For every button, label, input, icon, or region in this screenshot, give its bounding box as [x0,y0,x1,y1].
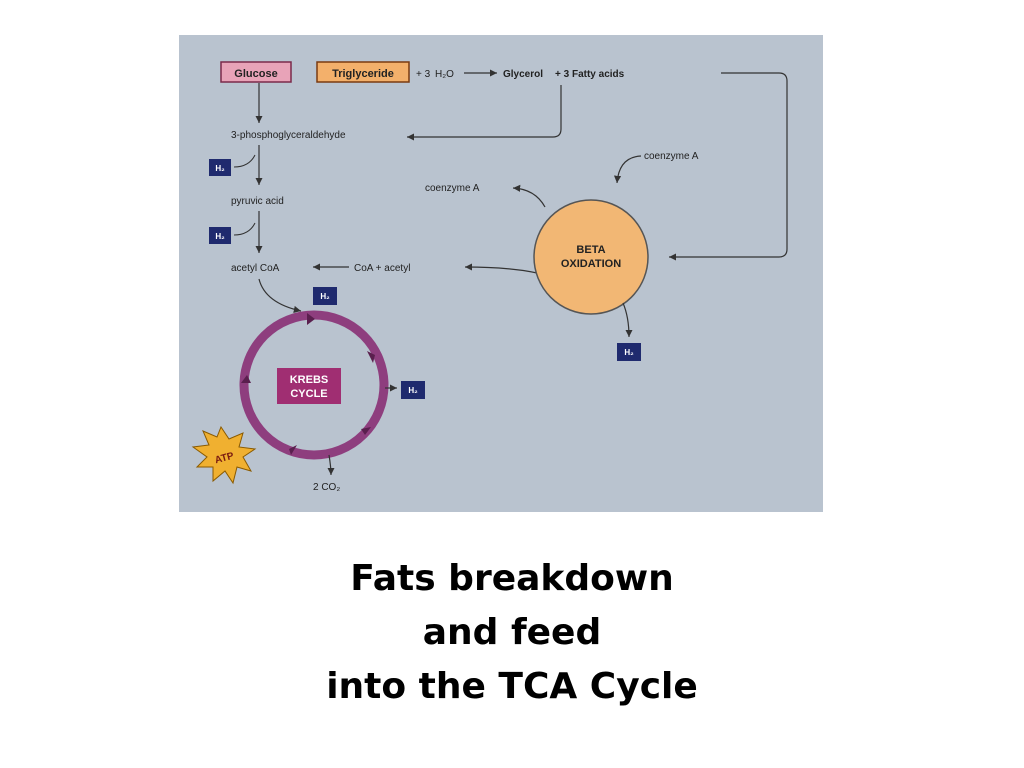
arrow-fatty-acids-to-beta [669,72,788,261]
h2-box-2 [209,227,231,244]
water-label: H₂O [435,69,454,80]
h2-branch-1 [233,154,256,168]
arrow-beta-to-h2 [622,302,633,338]
glucose-box [220,61,292,83]
beta-label-line1: BETA [576,244,605,256]
krebs-cycle-ring [239,310,389,460]
beta-label-line2: OXIDATION [561,258,621,270]
caption-line-2: and feed [422,612,602,653]
h2-box-krebs-right [401,381,425,399]
fatty-acids-label: + 3 Fatty acids [555,69,625,80]
caption-line-1: Fats breakdown [350,558,674,599]
slide-caption: Fats breakdown and feed into the TCA Cyc… [0,552,1024,714]
arrow-beta-to-coa-acetyl [464,263,538,274]
triglyceride-label: Triglyceride [332,68,394,80]
krebs-ring-arrow-3 [361,427,371,435]
krebs-label-line1: KREBS [290,374,329,386]
h2-label-krebs-right: H₂ [408,386,418,395]
acetyl-coa-label: acetyl CoA [231,263,280,274]
krebs-ring-arrow-1 [307,313,315,325]
diagram-background [179,35,823,512]
h2-label-1: H₂ [215,164,225,173]
glucose-label: Glucose [234,68,277,80]
atp-starburst [191,425,257,485]
krebs-ring-arrow-2 [367,351,375,363]
h2-box-krebs-top [313,287,337,305]
pyruvic-label: pyruvic acid [231,196,284,207]
h2-label-krebs-top: H₂ [320,292,330,301]
plus-three-label: + 3 [416,69,431,80]
krebs-label-line2: CYCLE [290,388,327,400]
h2-label-2: H₂ [215,232,225,241]
glycerol-label: Glycerol [503,69,543,80]
pga-label: 3-phosphoglyceraldehyde [231,130,346,141]
atp-label: ATP [214,451,236,467]
h2-box-beta [617,343,641,361]
h2-label-beta: H₂ [624,348,634,357]
coa-acetyl-label: CoA + acetyl [354,263,410,274]
coenzyme-a-out-label: coenzyme A [425,183,480,194]
h2-branch-2 [233,222,256,236]
h2-box-1 [209,159,231,176]
krebs-ring-arrow-4 [289,445,297,455]
arrow-krebs-to-co2 [327,454,335,476]
metabolism-diagram: Glucose Triglyceride + 3 H₂O Glycerol + … [179,35,823,512]
arrow-acetyl-to-krebs [258,278,302,313]
beta-oxidation-circle [533,199,649,315]
coenzyme-a-in-label: coenzyme A [644,151,699,162]
arrow-coenzyme-a-out [512,184,546,208]
krebs-ring-arrow-5 [241,375,251,383]
triglyceride-box [316,61,410,83]
arrow-glycerol-to-pga [407,85,562,141]
arrow-coenzyme-a-in [613,155,642,184]
co2-label: 2 CO₂ [313,482,340,493]
caption-line-3: into the TCA Cycle [326,666,698,707]
krebs-box [277,368,341,404]
